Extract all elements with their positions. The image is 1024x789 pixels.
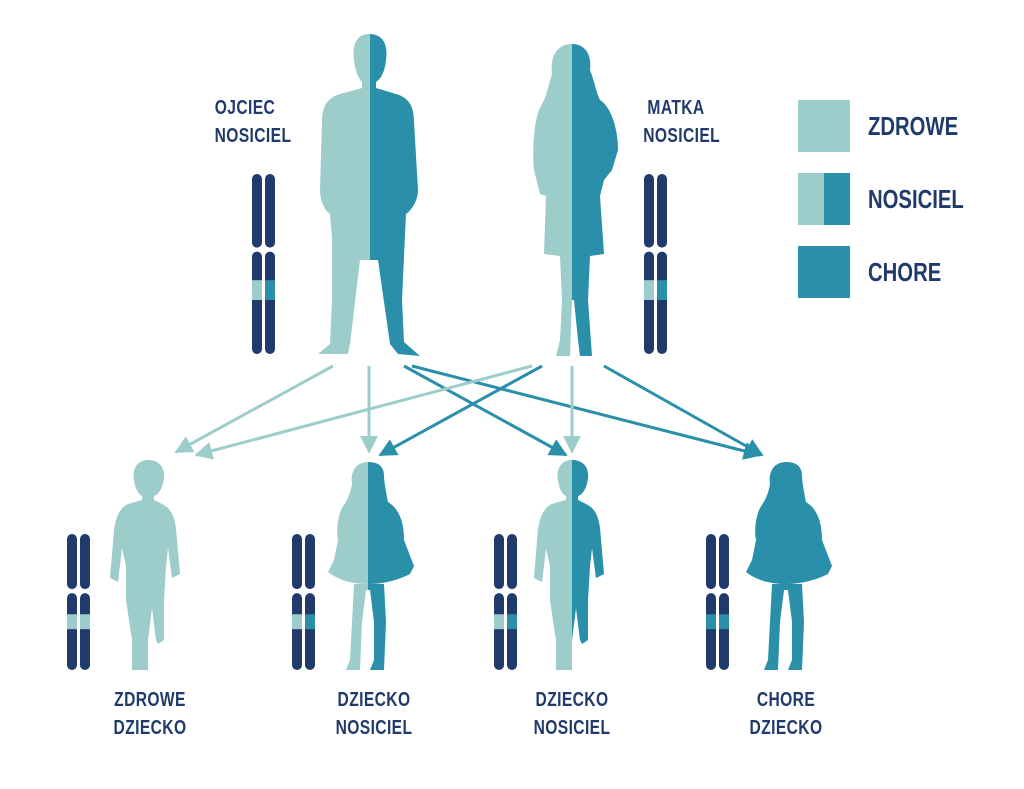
legend-label-affected: CHORE (868, 257, 942, 287)
child-3-chromosome-1-gene-band (494, 614, 504, 630)
child-4-label-line2: DZIECKO (749, 717, 823, 739)
child-1-chromosome-1-gene-band (67, 614, 77, 630)
child-4-figure (746, 462, 832, 670)
child-1-chromosome-2-upper-arm (80, 534, 90, 590)
father-chromosome-2-upper-arm (265, 174, 275, 248)
child-4-chromosome-2-gene-band (719, 614, 729, 630)
mother-chromosome-2-gene-band (657, 280, 667, 300)
child-3-label: DZIECKO NOSICIEL (531, 686, 612, 742)
arrow-father-light-to-child1 (174, 364, 334, 454)
father-chromosome-1-upper-arm (252, 174, 262, 248)
legend (798, 100, 850, 298)
legend-swatch-carrier-right (824, 173, 850, 225)
child-2-chromosome-1-gene-band (292, 614, 302, 630)
father-chromosome-1-gene-band (252, 280, 262, 300)
father-chromosome-1-lower-arm (252, 251, 262, 354)
father-chromosomes (252, 174, 275, 354)
legend-swatch-affected (798, 246, 850, 298)
mother-chromosome-1-upper-arm (644, 174, 654, 248)
child-1-label: ZDROWE DZIECKO (111, 686, 189, 742)
child-4-label: CHORE DZIECKO (747, 686, 825, 742)
legend-label-healthy: ZDROWE (868, 111, 959, 141)
child-4-chromosome-1-lower-arm (706, 593, 716, 670)
mother-label-line1: MATKA (647, 97, 705, 119)
mother-figure (533, 44, 618, 356)
child-3-chromosomes (494, 534, 517, 670)
child-2-chromosome-2-upper-arm (305, 534, 315, 590)
arrow-mother-dark-to-child4 (603, 364, 764, 457)
mother-label: MATKA NOSICIEL (643, 94, 721, 150)
father-chromosome-2-lower-arm (265, 251, 275, 354)
child-2-chromosome-2-gene-band (305, 614, 315, 630)
child-2-chromosome-1-lower-arm (292, 593, 302, 670)
father-label: OJCIEC NOSICIEL (214, 94, 292, 150)
arrow-father-dark-to-child3 (403, 364, 568, 457)
child-1-chromosome-1-upper-arm (67, 534, 77, 590)
child-1-figure (110, 460, 180, 670)
child-4-chromosome-1-gene-band (706, 614, 716, 630)
inheritance-arrows (174, 364, 764, 460)
child-1-chromosomes (67, 534, 90, 670)
child-4-chromosome-2-upper-arm (719, 534, 729, 590)
child-4-label-line1: CHORE (756, 689, 816, 711)
child-2-label-line1: DZIECKO (337, 689, 411, 711)
arrow-father-dark-to-child4 (411, 364, 762, 460)
arrow-mother-light-to-child1 (194, 364, 533, 460)
child-3-label-line2: NOSICIEL (533, 717, 611, 739)
child-4-chromosome-1-upper-arm (706, 534, 716, 590)
child-2-chromosome-2-lower-arm (305, 593, 315, 670)
child-2-label: DZIECKO NOSICIEL (333, 686, 414, 742)
child-1-chromosome-1-lower-arm (67, 593, 77, 670)
child-1-label-line2: DZIECKO (113, 717, 187, 739)
mother-chromosome-2-lower-arm (657, 251, 667, 354)
child-3-chromosome-1-lower-arm (494, 593, 504, 670)
child-2-chromosomes (292, 534, 315, 670)
arrow-mother-dark-to-child2 (378, 364, 543, 457)
mother-chromosome-2-upper-arm (657, 174, 667, 248)
mother-chromosome-1-gene-band (644, 280, 654, 300)
child-3-chromosome-2-upper-arm (507, 534, 517, 590)
chromosome-groups (67, 174, 729, 670)
child-3-chromosome-2-lower-arm (507, 593, 517, 670)
child-1-chromosome-2-gene-band (80, 614, 90, 630)
mother-label-line2: NOSICIEL (643, 125, 721, 147)
child-2-chromosome-1-upper-arm (292, 534, 302, 590)
child-1-chromosome-2-lower-arm (80, 593, 90, 670)
child-2-label-line2: NOSICIEL (335, 717, 413, 739)
father-label-line1: OJCIEC (214, 97, 276, 119)
child-3-label-line1: DZIECKO (535, 689, 609, 711)
father-chromosome-2-gene-band (265, 280, 275, 300)
legend-swatch-carrier-left (798, 173, 824, 225)
father-figure (318, 34, 420, 356)
child-2-figure (328, 462, 414, 670)
child-3-chromosome-2-gene-band (507, 614, 517, 630)
child-4-chromosome-2-lower-arm (719, 593, 729, 670)
father-label-line2: NOSICIEL (214, 125, 292, 147)
child-1-label-line1: ZDROWE (114, 689, 186, 711)
legend-swatch-healthy (798, 100, 850, 152)
mother-chromosomes (644, 174, 667, 354)
child-4-chromosomes (706, 534, 729, 670)
child-3-figure-split (534, 460, 604, 670)
child-3-chromosome-1-upper-arm (494, 534, 504, 590)
mother-chromosome-1-lower-arm (644, 251, 654, 354)
legend-label-carrier: NOSICIEL (868, 184, 964, 214)
